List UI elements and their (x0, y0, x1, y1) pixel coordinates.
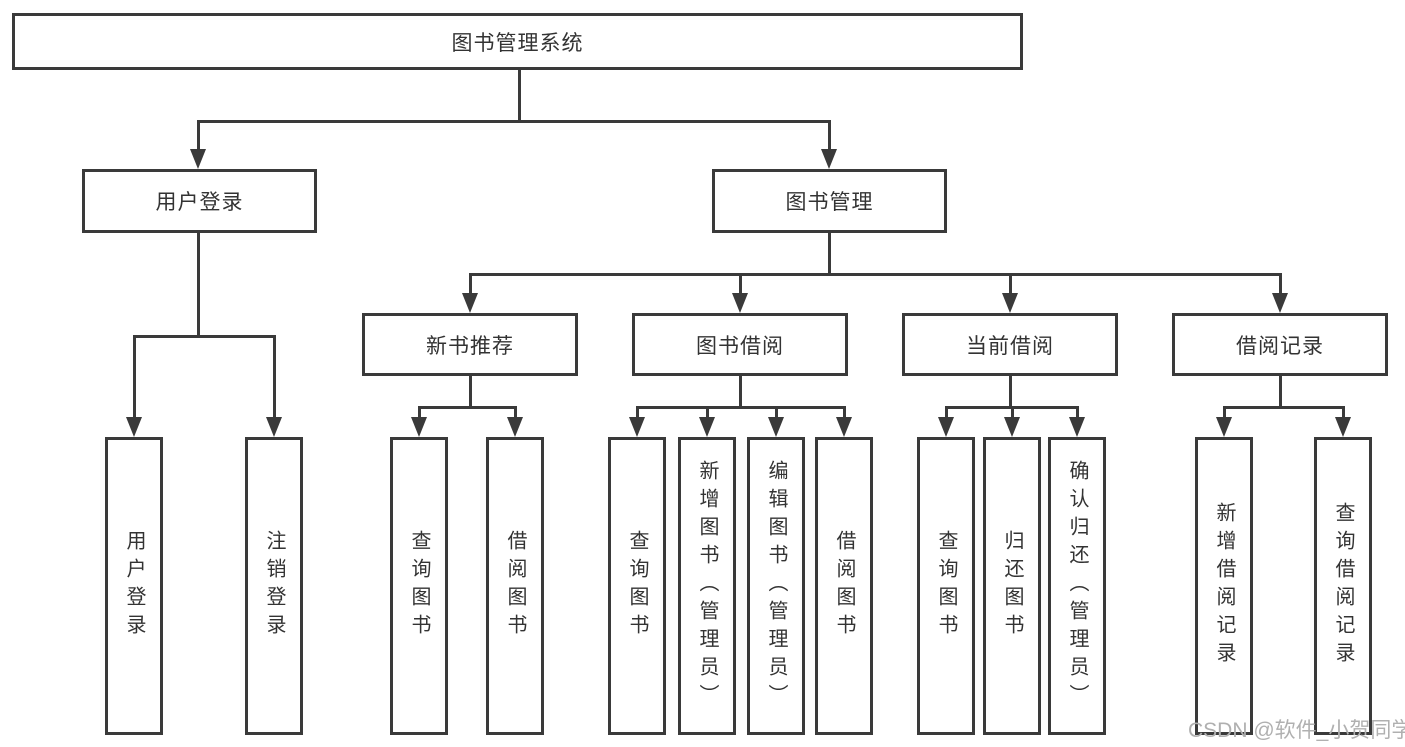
leaf-query-books-2: 查询图书 (608, 437, 666, 735)
leaf-edit-books-admin: 编辑图书（管理员） (747, 437, 805, 735)
node-new-book-recommend: 新书推荐 (362, 313, 578, 376)
arrow-down-icon (462, 293, 478, 313)
connector-arrow-stem (1342, 406, 1345, 421)
node-label: 图书管理 (785, 191, 874, 214)
leaf-query-books-1: 查询图书 (390, 437, 448, 735)
leaf-query-books-3: 查询图书 (917, 437, 975, 735)
arrow-down-icon (1216, 417, 1232, 437)
connector-records-branch (1223, 406, 1345, 409)
connector-root-stem (518, 68, 521, 123)
connector-arrow-stem (418, 406, 421, 421)
node-label: 用户登录 (123, 530, 145, 642)
arrow-down-icon (507, 417, 523, 437)
arrow-down-icon (1002, 293, 1018, 313)
arrow-down-icon (836, 417, 852, 437)
connector-arrow-stem (1076, 406, 1079, 421)
node-label: 查询图书 (408, 530, 430, 642)
arrow-down-icon (768, 417, 784, 437)
node-label: 新增图书（管理员） (696, 460, 718, 712)
node-label: 注销登录 (263, 530, 285, 642)
arrow-down-icon (1335, 417, 1351, 437)
node-label: 当前借阅 (966, 334, 1054, 358)
connector-userlogin-stem (197, 231, 200, 337)
connector-arrow-stem (1223, 406, 1226, 421)
connector-arrow-stem (469, 273, 472, 297)
node-label: 归还图书 (1001, 530, 1023, 642)
leaf-add-books-admin: 新增图书（管理员） (678, 437, 736, 735)
arrow-down-icon (629, 417, 645, 437)
leaf-confirm-return-admin: 确认归还（管理员） (1048, 437, 1106, 735)
arrow-down-icon (1272, 293, 1288, 313)
connector-borrow-branch (636, 406, 846, 409)
node-book-management: 图书管理 (712, 169, 947, 233)
arrow-down-icon (411, 417, 427, 437)
node-label: 借阅图书 (833, 530, 855, 642)
connector-arrow-stem (636, 406, 639, 421)
leaf-user-login: 用户登录 (105, 437, 163, 735)
node-label: 查询图书 (935, 530, 957, 642)
arrow-down-icon (190, 149, 206, 169)
node-user-login: 用户登录 (82, 169, 317, 233)
node-label: 借阅图书 (504, 530, 526, 642)
connector-arrow-stem (1011, 406, 1014, 421)
connector-arrow-stem (133, 335, 136, 421)
connector-arrow-stem (945, 406, 948, 421)
node-label: 借阅记录 (1236, 334, 1324, 358)
connector-arrow-stem (843, 406, 846, 421)
node-borrow-records: 借阅记录 (1172, 313, 1388, 376)
arrow-down-icon (821, 149, 837, 169)
arrow-down-icon (266, 417, 282, 437)
connector-recommend-stem (469, 375, 472, 408)
node-book-borrow: 图书借阅 (632, 313, 848, 376)
connector-recommend-branch (418, 406, 517, 409)
node-label: 编辑图书（管理员） (765, 460, 787, 712)
arrow-down-icon (1004, 417, 1020, 437)
node-label: 图书借阅 (696, 334, 784, 358)
arrow-down-icon (1069, 417, 1085, 437)
connector-arrow-stem (197, 120, 200, 153)
connector-arrow-stem (706, 406, 709, 421)
connector-arrow-stem (1009, 273, 1012, 297)
leaf-borrow-books-1: 借阅图书 (486, 437, 544, 735)
node-label: 查询图书 (626, 530, 648, 642)
connector-arrow-stem (514, 406, 517, 421)
node-label: 确认归还（管理员） (1066, 460, 1088, 712)
connector-borrow-stem (739, 375, 742, 408)
leaf-query-borrow-record: 查询借阅记录 (1314, 437, 1372, 735)
csdn-watermark: CSDN @软件_小贺同学 (1188, 719, 1405, 742)
node-root: 图书管理系统 (12, 13, 1023, 70)
connector-current-stem (1009, 375, 1012, 408)
connector-arrow-stem (1279, 273, 1282, 297)
connector-arrow-stem (273, 335, 276, 421)
node-label: 图书管理系统 (451, 31, 584, 55)
connector-userlogin-branch (133, 335, 276, 338)
leaf-add-borrow-record: 新增借阅记录 (1195, 437, 1253, 735)
arrow-down-icon (938, 417, 954, 437)
connector-bookmgmt-stem (828, 231, 831, 275)
node-current-borrow: 当前借阅 (902, 313, 1118, 376)
arrow-down-icon (732, 293, 748, 313)
node-label: 查询借阅记录 (1332, 502, 1354, 670)
connector-level3-branch (469, 273, 1282, 276)
connector-arrow-stem (775, 406, 778, 421)
leaf-return-books: 归还图书 (983, 437, 1041, 735)
node-label: 新增借阅记录 (1213, 502, 1235, 670)
connector-level2-branch (197, 120, 831, 123)
connector-arrow-stem (739, 273, 742, 297)
node-label: 新书推荐 (426, 334, 514, 358)
leaf-logout: 注销登录 (245, 437, 303, 735)
node-label: 用户登录 (155, 191, 244, 214)
connector-records-stem (1279, 375, 1282, 408)
arrow-down-icon (699, 417, 715, 437)
arrow-down-icon (126, 417, 142, 437)
leaf-borrow-books-2: 借阅图书 (815, 437, 873, 735)
connector-arrow-stem (828, 120, 831, 153)
